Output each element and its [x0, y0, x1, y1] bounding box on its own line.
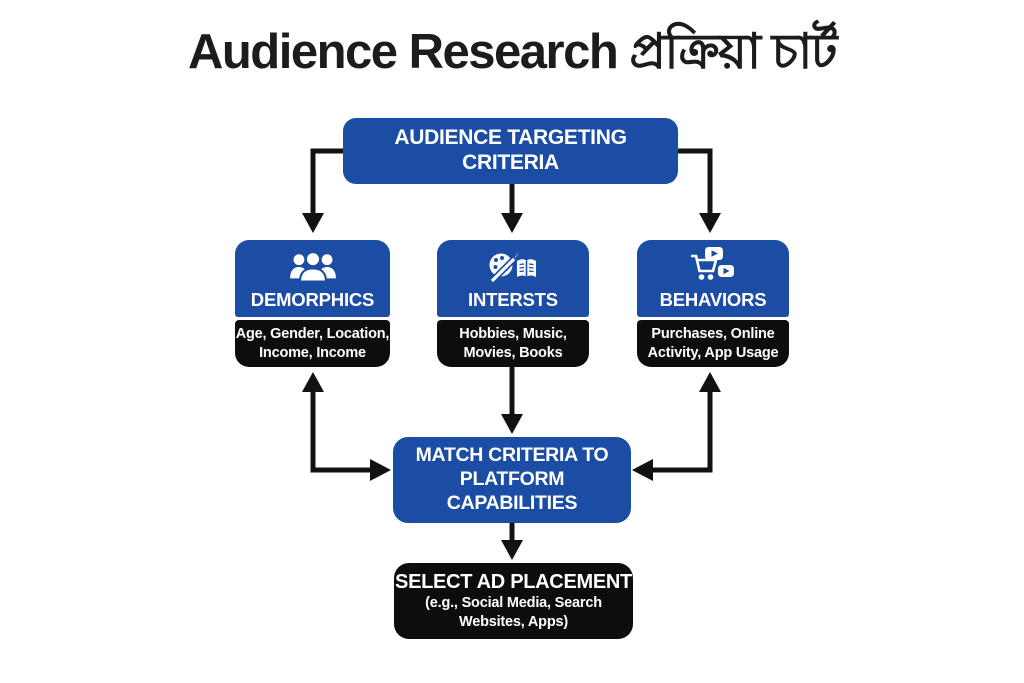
node-label: INTERSTS: [468, 289, 558, 310]
arrowhead-left-into-match: [632, 459, 653, 481]
arrowhead-up-behaviors: [699, 372, 721, 392]
page-title: Audience Research প্রক্রিয়া চার্ট: [187, 25, 838, 79]
node-audience-targeting-criteria: AUDIENCE TARGETING CRITERIA: [343, 118, 678, 184]
palette-book-icon: [489, 251, 536, 284]
node-details: Age, Gender, Location, Income, Income: [235, 320, 390, 367]
node-label: MATCH CRITERIA TO PLATFORM CAPABILITIES: [415, 444, 609, 514]
node-behaviors: BEHAVIORS Purchases, Online Activity, Ap…: [637, 240, 789, 367]
arrow-behaviors-match-elbow: [651, 390, 713, 473]
arrowhead-down-match: [501, 414, 523, 434]
node-details: Purchases, Online Activity, App Usage: [637, 320, 789, 367]
node-select-ad-placement: SELECT AD PLACEMENT (e.g., Social Media,…: [394, 563, 633, 639]
arrow-top-to-behaviors: [678, 148, 713, 215]
arrow-top-to-demographics: [310, 148, 343, 215]
arrowhead-down-behaviors: [699, 213, 721, 233]
node-label: BEHAVIORS: [659, 289, 767, 310]
node-demographics: DEMORPHICS Age, Gender, Location, Income…: [235, 240, 390, 367]
users-group-icon: [289, 251, 336, 283]
arrowhead-down-demographics: [302, 213, 324, 233]
arrowhead-down-interests: [501, 213, 523, 233]
node-label: AUDIENCE TARGETING CRITERIA: [394, 126, 627, 174]
node-details: Hobbies, Music, Movies, Books: [437, 320, 589, 367]
arrowhead-down-select: [501, 540, 523, 560]
arrowhead-up-demographics: [302, 372, 324, 392]
node-title: SELECT AD PLACEMENT: [395, 571, 632, 594]
node-subtitle: (e.g., Social Media, Search Websites, Ap…: [425, 595, 602, 630]
node-match-criteria: MATCH CRITERIA TO PLATFORM CAPABILITIES: [393, 437, 631, 523]
arrowhead-right-into-match: [370, 459, 391, 481]
cart-video-icon: [691, 247, 734, 280]
arrow-demographics-match-elbow: [310, 390, 372, 473]
node-label: DEMORPHICS: [250, 289, 375, 310]
node-interests: INTERSTS Hobbies, Music, Movies, Books: [437, 240, 589, 367]
